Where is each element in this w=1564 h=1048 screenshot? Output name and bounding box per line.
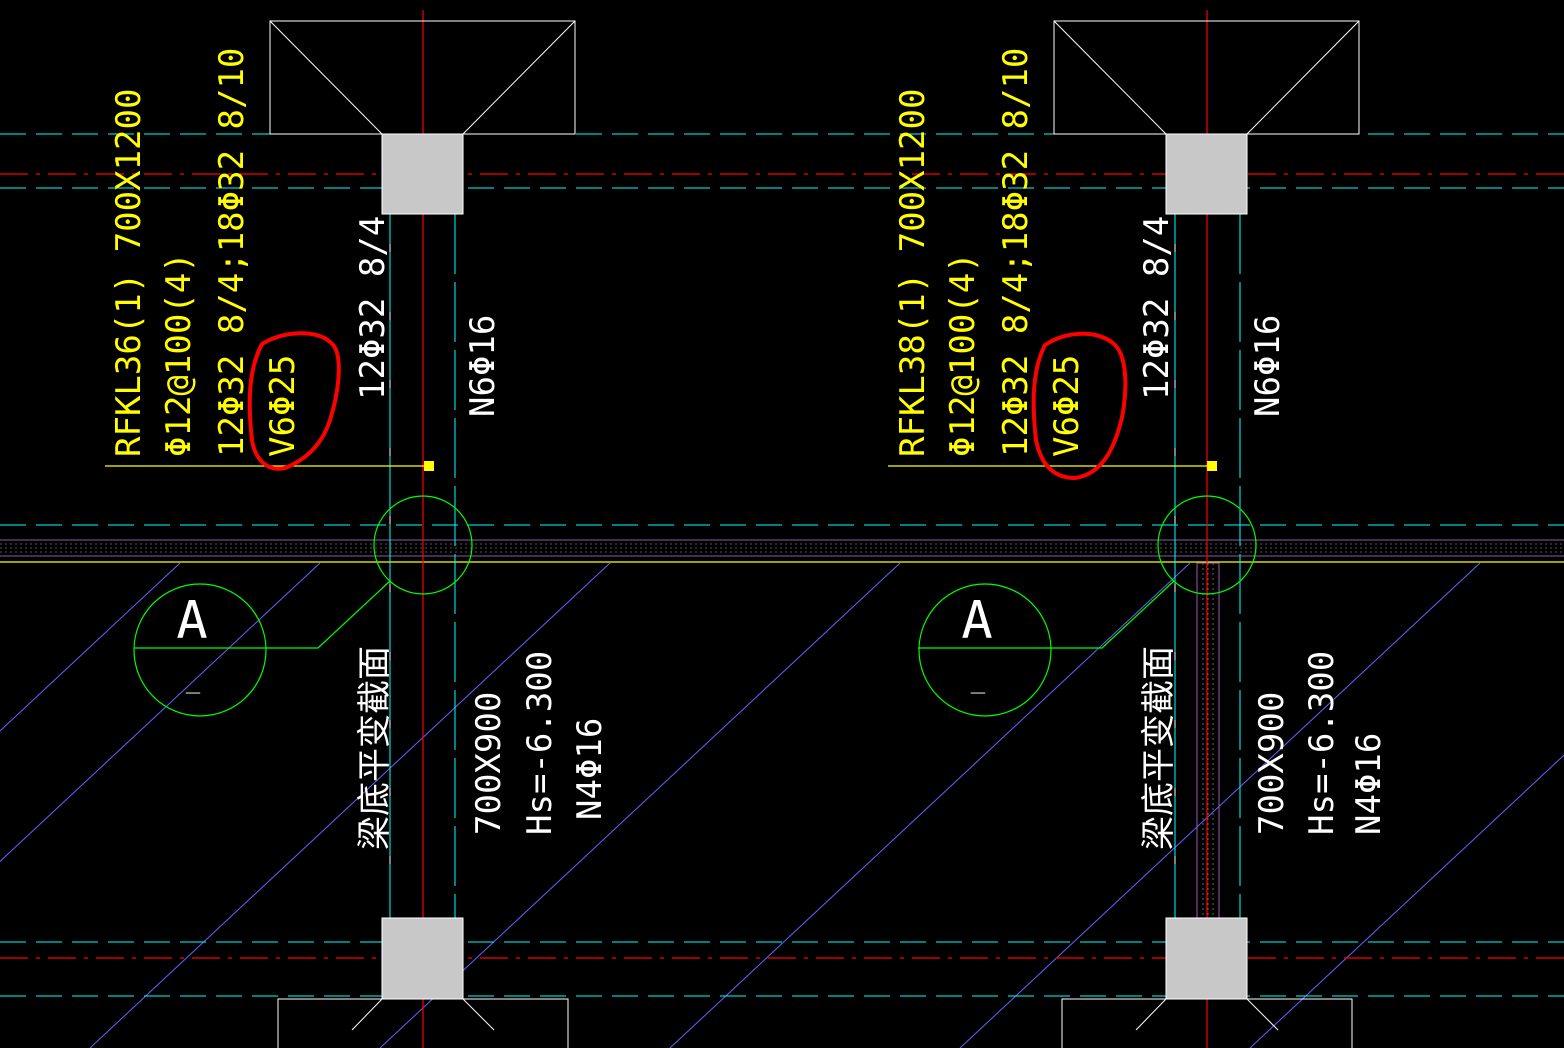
section-symbol-sub: _ (186, 666, 201, 694)
beam-stirrups: Φ12@100(4) (943, 252, 983, 457)
section-cut-circle (1157, 495, 1257, 595)
beam-bottom-bars: 12Φ32 8/4;18Φ32 8/10 (212, 48, 252, 457)
beam-bottom-bars: 12Φ32 8/4;18Φ32 8/10 (996, 48, 1036, 457)
section-symbol-circle (133, 583, 267, 717)
section-callout-1[interactable] (133, 495, 473, 717)
beam-side-bars: V6Φ25 (1047, 355, 1087, 457)
leader-2 (888, 461, 1217, 471)
section-symbol-circle (918, 583, 1052, 717)
beam-side-bars: V6Φ25 (263, 355, 303, 457)
hatch-pattern (0, 563, 1564, 1048)
markup-loop-1 (247, 331, 341, 471)
horizontal-axes (0, 173, 1564, 959)
section-symbol-letter: A (961, 591, 992, 651)
variable-section-note: 梁底平变截面 (1139, 646, 1179, 850)
columns (381, 133, 1248, 1000)
grip-point-1[interactable] (424, 461, 434, 471)
section-symbol-letter: A (176, 591, 207, 651)
bottom-footing-1 (277, 998, 569, 1048)
variable-section-note: 梁底平变截面 (355, 646, 395, 850)
beam-top-bars: 12Φ32 8/4 (1137, 216, 1177, 400)
markup-loop-2 (1031, 331, 1128, 480)
beam-waist-bars: N6Φ16 (1248, 315, 1288, 417)
lower-beam-waist-bars: N4Φ16 (570, 718, 610, 820)
section-cut-circle (373, 495, 473, 595)
section-band (0, 539, 1564, 563)
lower-beam-size: 700X900 (1252, 692, 1292, 835)
beam-stirrups: Φ12@100(4) (159, 252, 199, 457)
beam-top-bars: 12Φ32 8/4 (353, 216, 393, 400)
column-top-1[interactable] (381, 133, 464, 215)
lower-beam-elevation: Hs=-6.300 (520, 651, 560, 835)
section-symbol-sub: _ (971, 666, 986, 694)
beam-annotation-1[interactable]: RFKL36(1) 700X1200 Φ12@100(4) 12Φ32 8/4;… (109, 48, 303, 457)
column-top-2[interactable] (1165, 133, 1248, 215)
lower-beam-size: 700X900 (469, 692, 509, 835)
column-bottom-1[interactable] (381, 917, 464, 1000)
grip-point-2[interactable] (1207, 461, 1217, 471)
beam-mark: RFKL38(1) 700X1200 (893, 89, 933, 457)
bottom-footing-2 (1061, 998, 1353, 1048)
beam-mark: RFKL36(1) 700X1200 (109, 89, 149, 457)
beam-waist-bars: N6Φ16 (463, 315, 503, 417)
column-bottom-2[interactable] (1165, 917, 1248, 1000)
lower-beam-elevation: Hs=-6.300 (1302, 651, 1342, 835)
lower-beam-waist-bars: N4Φ16 (1349, 733, 1389, 835)
beam-annotation-2[interactable]: RFKL38(1) 700X1200 Φ12@100(4) 12Φ32 8/4;… (893, 48, 1087, 457)
section-callout-2[interactable] (918, 495, 1257, 717)
